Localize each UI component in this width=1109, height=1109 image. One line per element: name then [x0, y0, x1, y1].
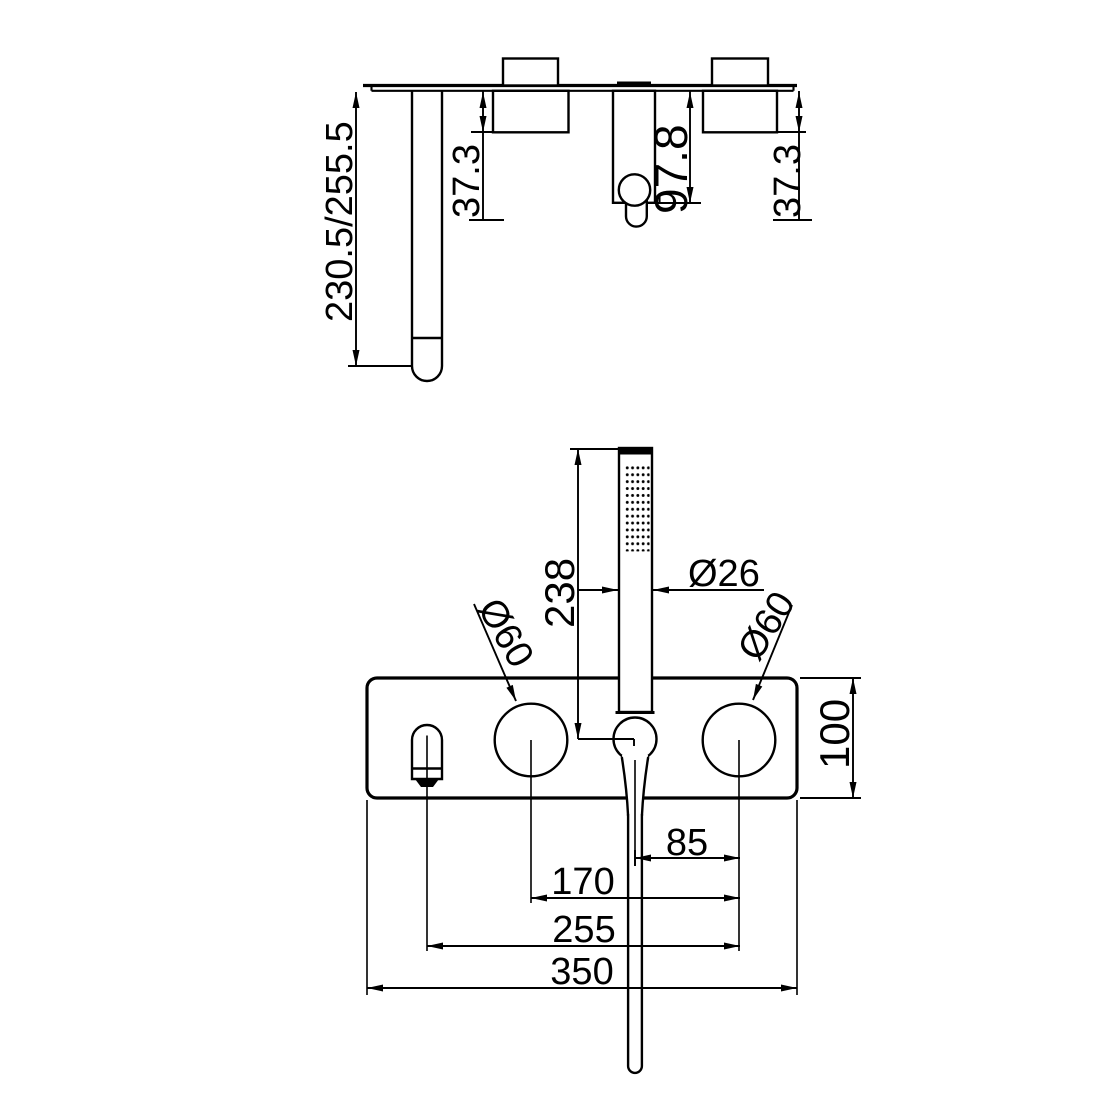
hose-nipple-side: [624, 200, 648, 228]
spout-side: [410, 90, 444, 366]
arrowhead-down: [849, 782, 857, 798]
dim-label-right-valve-depth: 37.3: [767, 144, 809, 218]
dim-plate-width: 350: [367, 951, 797, 993]
right-knob-body: [701, 89, 779, 134]
spray-face-dots: [624, 464, 650, 552]
arrowhead-right: [781, 984, 797, 992]
arrowhead-down: [574, 723, 582, 739]
dim-left-knob-diameter: Ø60: [469, 592, 541, 702]
arrowhead-up: [849, 678, 857, 694]
leader-arrowhead: [753, 683, 763, 700]
plate-end-caps: [370, 85, 795, 91]
dim-label-handshower-diameter: Ø26: [688, 553, 760, 595]
arrowhead-left: [427, 942, 443, 950]
dim-right-valve-depth: 37.3: [767, 91, 812, 221]
mixer-plate: [365, 676, 799, 800]
leader-line: [752, 604, 793, 701]
dim-line: [348, 92, 412, 367]
dim-spout-to-right-knob: 255: [427, 909, 740, 951]
arrowhead-left: [367, 984, 383, 992]
arrowhead-up: [479, 92, 487, 108]
arrowhead-right: [724, 894, 740, 902]
left-knob-body: [491, 89, 570, 134]
dim-hose-to-right-knob: 85: [634, 822, 740, 866]
arrowhead-down: [795, 116, 803, 132]
arrowhead-right: [724, 854, 740, 862]
arrowhead-right: [602, 586, 618, 594]
dim-label-center-valve-depth: 97.8: [645, 124, 697, 214]
dim-label-right-knob-diameter: Ø60: [730, 585, 804, 668]
right-knob-top: [710, 57, 770, 87]
arrowhead-left: [635, 854, 651, 862]
dim-knob-spacing: 170: [531, 861, 740, 903]
dim-label-handshower-length: 238: [536, 558, 583, 628]
dim-right-knob-diameter: Ø60: [730, 585, 804, 701]
dim-label-255: 255: [552, 909, 615, 951]
arrowhead-right: [724, 942, 740, 950]
arrowhead-up: [574, 449, 582, 465]
dim-label-350: 350: [550, 951, 613, 993]
dim-label-85: 85: [666, 822, 708, 864]
hose-mask: [628, 814, 642, 1066]
dim-center-valve-depth: 97.8: [645, 91, 701, 214]
dim-left-valve-depth: 37.3: [446, 91, 504, 221]
dim-plate-height: 100: [800, 677, 861, 799]
ball-joint-side: [617, 173, 652, 207]
arrowhead-down: [686, 187, 694, 203]
arrowhead-up: [352, 92, 360, 108]
dim-handshower-diameter: Ø26: [578, 553, 764, 595]
hose-taper: [620, 756, 650, 817]
arrowhead-down: [479, 116, 487, 132]
leader-arrowhead: [506, 684, 516, 701]
arrowhead-left: [653, 586, 669, 594]
dim-handshower-length: 238: [536, 448, 635, 746]
dim-label-plate-height: 100: [811, 699, 858, 769]
dim-line: [800, 677, 861, 799]
arrowhead-up: [795, 92, 803, 108]
arrowhead-left: [531, 894, 547, 902]
dim-line: [469, 91, 504, 221]
wand-top-cap: [619, 448, 652, 455]
left-knob-top: [501, 57, 560, 87]
dim-label-170: 170: [551, 861, 614, 903]
dim-overall-height: 230.5/255.5: [319, 92, 412, 367]
dim-line: [570, 448, 635, 746]
spout-side-tip: [410, 365, 444, 383]
arrowhead-up: [686, 92, 694, 108]
dim-label-left-knob-diameter: Ø60: [469, 592, 541, 675]
holder-step: [655, 196, 661, 203]
side-elevation-view: 230.5/255.5 37.3 97.8 37.3: [319, 57, 812, 383]
dim-line: [773, 91, 812, 221]
arrowhead-down: [352, 350, 360, 366]
dim-label-left-valve-depth: 37.3: [446, 144, 488, 218]
dim-line: [657, 91, 701, 204]
front-elevation-view: 238 Ø26 Ø60 Ø60 100: [365, 446, 861, 1075]
hose-end-cap: [626, 1065, 644, 1075]
hose: [626, 814, 644, 1066]
leader-line: [473, 603, 517, 702]
plate-edge-extension-lines: [366, 800, 798, 995]
dim-label-overall-height: 230.5/255.5: [319, 121, 361, 322]
